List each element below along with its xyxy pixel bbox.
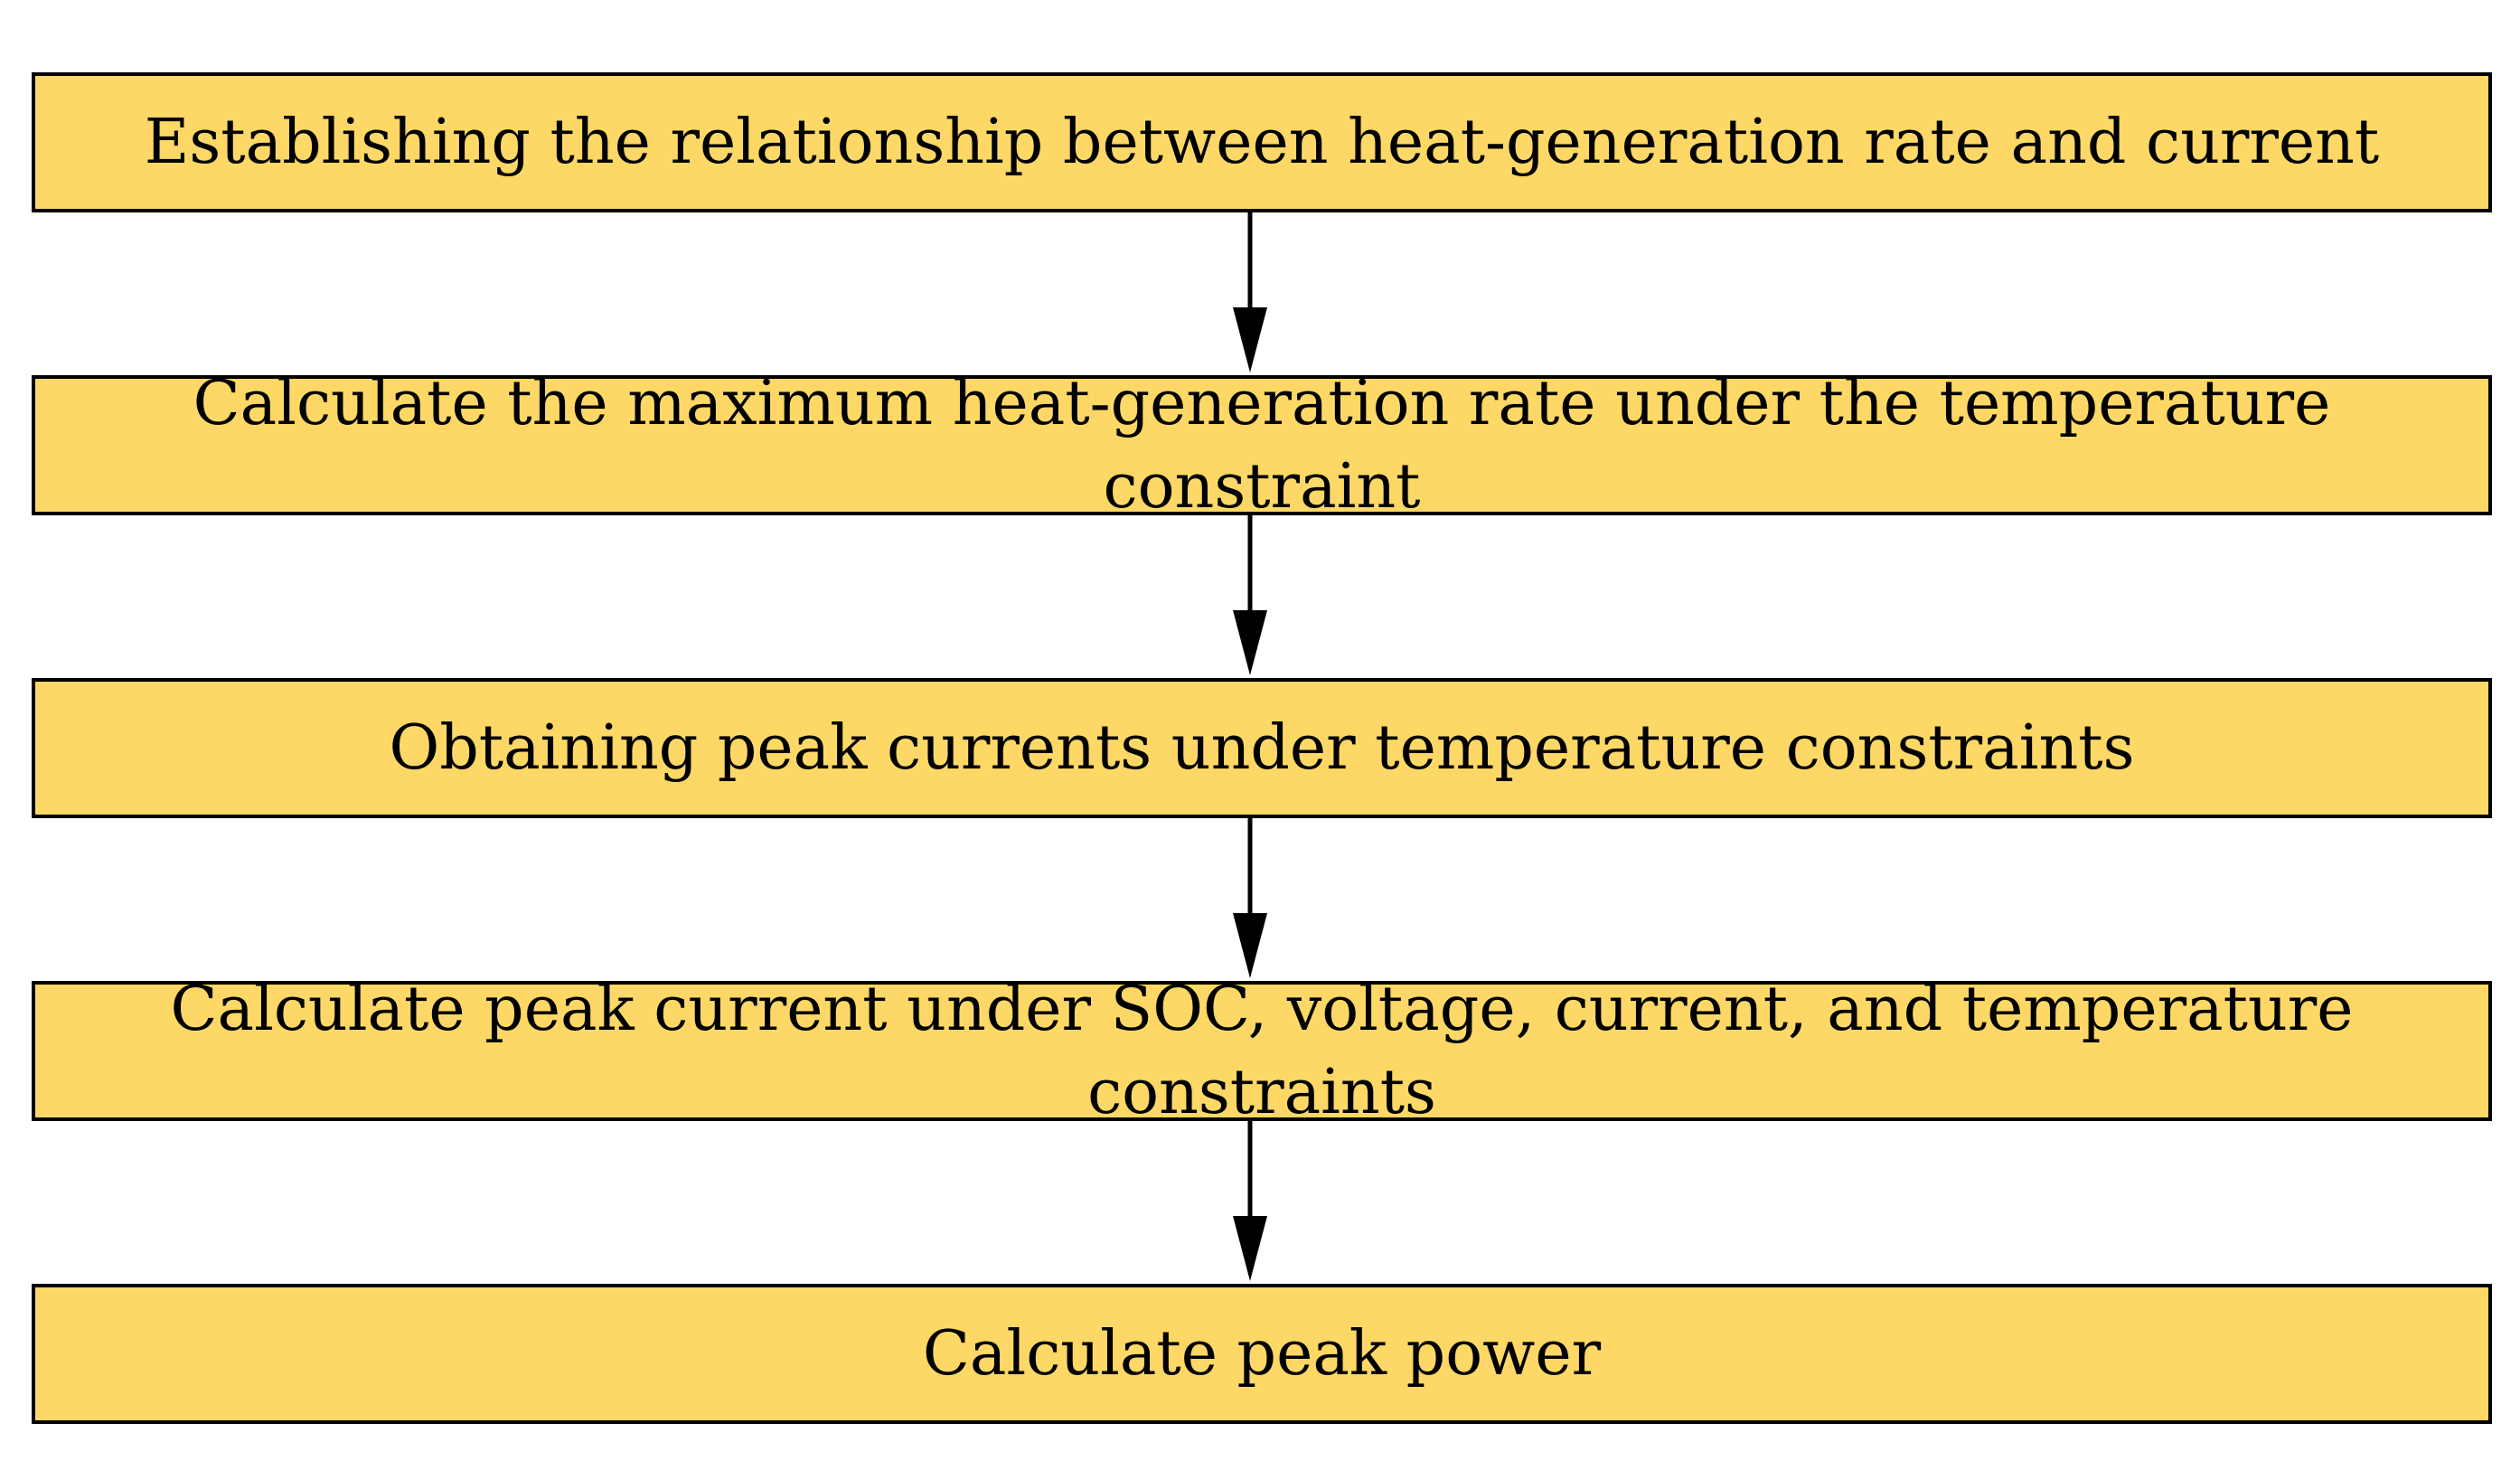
step-1-label: Establishing the relationship between he… <box>144 106 2380 178</box>
step-4-box: Calculate peak current under SOC, voltag… <box>32 974 2492 1128</box>
step-5-box: Calculate peak power <box>32 1284 2492 1424</box>
step-2-label: Calculate the maximum heat-generation ra… <box>193 367 2331 523</box>
step-4-label: Calculate peak current under SOC, voltag… <box>170 973 2354 1128</box>
arrow-4-to-5 <box>1233 1121 1267 1281</box>
step-2-box: Calculate the maximum heat-generation ra… <box>32 368 2492 523</box>
step-3-label: Obtaining peak currents under temperatur… <box>389 712 2135 784</box>
arrow-2-to-3 <box>1233 515 1267 675</box>
arrow-1-to-2 <box>1233 212 1267 372</box>
arrow-3-to-4 <box>1233 818 1267 978</box>
step-1-box: Establishing the relationship between he… <box>32 72 2492 212</box>
step-3-box: Obtaining peak currents under temperatur… <box>32 678 2492 818</box>
step-5-label: Calculate peak power <box>922 1317 1602 1390</box>
